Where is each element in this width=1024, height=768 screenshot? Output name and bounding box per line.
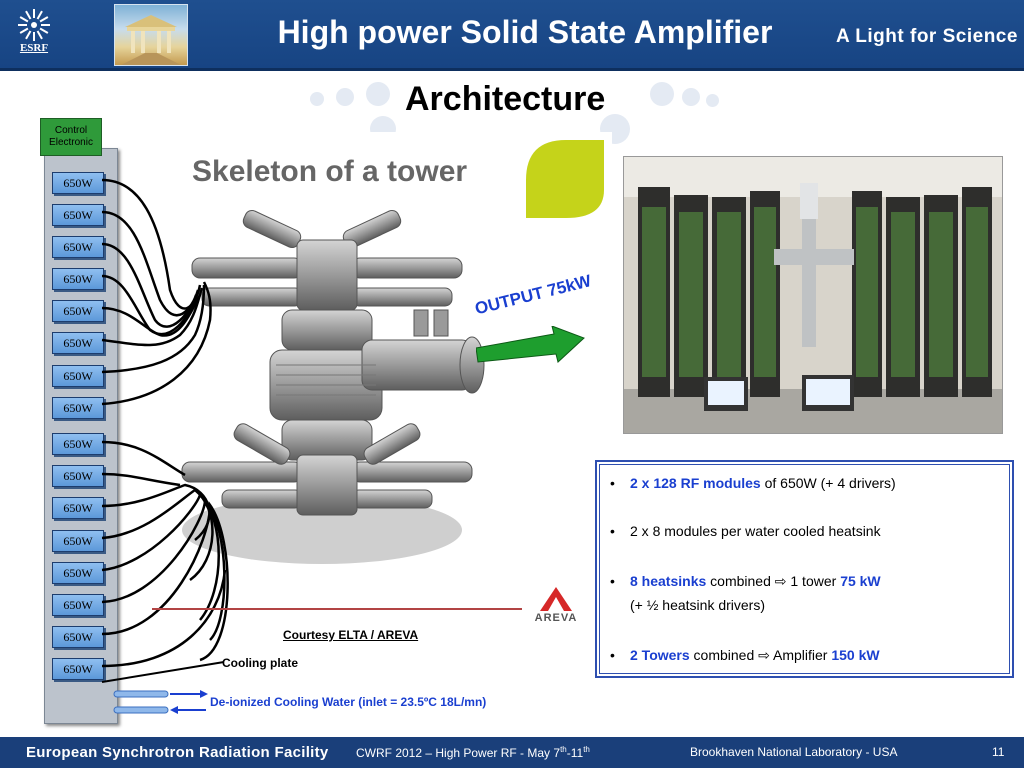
tower-skeleton-illustration (181, 209, 485, 564)
footer-conference-sup2: th (583, 745, 590, 754)
areva-logo-text: AREVA (534, 612, 578, 624)
arrow-right-icon: ⇨ (758, 647, 770, 663)
decor-dot (336, 88, 354, 106)
rf-module-box: 650W (52, 497, 104, 519)
slide-title: High power Solid State Amplifier (277, 14, 773, 50)
bullet-heatsinks-combined: combined (706, 573, 775, 589)
control-label-line2: Electronic (49, 137, 93, 148)
module-cables (101, 178, 229, 668)
control-electronic-box: Control Electronic (40, 118, 102, 156)
bullet-rf-modules-text: of 650W (+ 4 drivers) (760, 475, 896, 491)
amplifier-photo (623, 156, 1003, 434)
rf-module-box: 650W (52, 433, 104, 455)
page-number: 11 (992, 745, 1005, 759)
footer-conference-a: CWRF 2012 – High Power RF - May 7 (356, 746, 561, 760)
red-divider (152, 608, 522, 610)
section-heading: Architecture (405, 80, 606, 118)
courtesy-caption: Courtesy ELTA / AREVA (283, 628, 419, 642)
skeleton-title: Skeleton of a tower (192, 155, 468, 188)
footer-laboratory: Brookhaven National Laboratory - USA (690, 745, 898, 759)
control-label-line1: Control (54, 125, 88, 136)
bullet-modules-per-heatsink-text: 2 x 8 modules per water cooled heatsink (630, 523, 881, 539)
footer-organization: European Synchrotron Radiation Facility (26, 744, 329, 761)
decor-dot (310, 92, 324, 106)
footer-conference-sup1: th (560, 745, 567, 754)
leaf-logo-icon (526, 140, 604, 218)
temple-image (114, 4, 188, 66)
rf-module-box: 650W (52, 465, 104, 487)
bullet-towers-highlight: 2 Towers (630, 647, 690, 663)
rf-module-box: 650W (52, 332, 104, 354)
decor-dot (706, 94, 719, 107)
bullet-towers-amplifier: Amplifier (769, 647, 832, 663)
footer-bar (0, 737, 1024, 768)
arrow-right-icon: ⇨ (774, 573, 787, 589)
rf-module-box: 650W (52, 594, 104, 616)
rf-module-box: 650W (52, 658, 104, 680)
bullet-towers-combined: combined (689, 647, 759, 663)
cooling-plate-label: Cooling plate (222, 656, 298, 670)
rf-module-box: 650W (52, 300, 104, 322)
rf-module-box: 650W (52, 204, 104, 226)
footer-conference: CWRF 2012 – High Power RF - May 7th-11th (356, 745, 590, 760)
cooling-plate-pointer (101, 661, 225, 683)
summary-box-inner-border: • 2 x 128 RF modules of 650W (+ 4 driver… (599, 464, 1010, 674)
output-arrow-icon (476, 326, 585, 363)
rf-module-box: 650W (52, 626, 104, 648)
summary-box: • 2 x 128 RF modules of 650W (+ 4 driver… (595, 460, 1014, 678)
bullet-heatsinks-power: 75 kW (840, 573, 881, 589)
decor-dot (366, 82, 390, 106)
rf-module-box: 650W (52, 397, 104, 419)
bullet-heatsink-drivers-text: (+ ½ heatsink drivers) (630, 597, 765, 613)
rf-module-box: 650W (52, 365, 104, 387)
header-divider (0, 68, 1024, 71)
bullet-rf-modules-highlight: 2 x 128 RF modules (630, 475, 761, 491)
bullet-towers-power: 150 kW (831, 647, 880, 663)
decor-dot (650, 82, 674, 106)
cooling-water-label: De-ionized Cooling Water (inlet = 23.5ºC… (210, 695, 487, 709)
logo-label: ESRF (19, 42, 49, 54)
rf-module-box: 650W (52, 268, 104, 290)
cooling-water-arrows-icon (113, 690, 208, 714)
rf-module-box: 650W (52, 530, 104, 552)
bullet-heatsinks-highlight: 8 heatsinks (630, 573, 707, 589)
tagline: A Light for Science (836, 26, 1018, 47)
rf-module-box: 650W (52, 236, 104, 258)
areva-logo-icon (540, 587, 572, 611)
bullet-heatsinks-tower: 1 tower (786, 573, 841, 589)
decor-dot (682, 88, 700, 106)
esrf-logo-icon (18, 9, 50, 41)
footer-conference-b: -11 (566, 746, 584, 760)
rf-module-box: 650W (52, 172, 104, 194)
rf-module-box: 650W (52, 562, 104, 584)
